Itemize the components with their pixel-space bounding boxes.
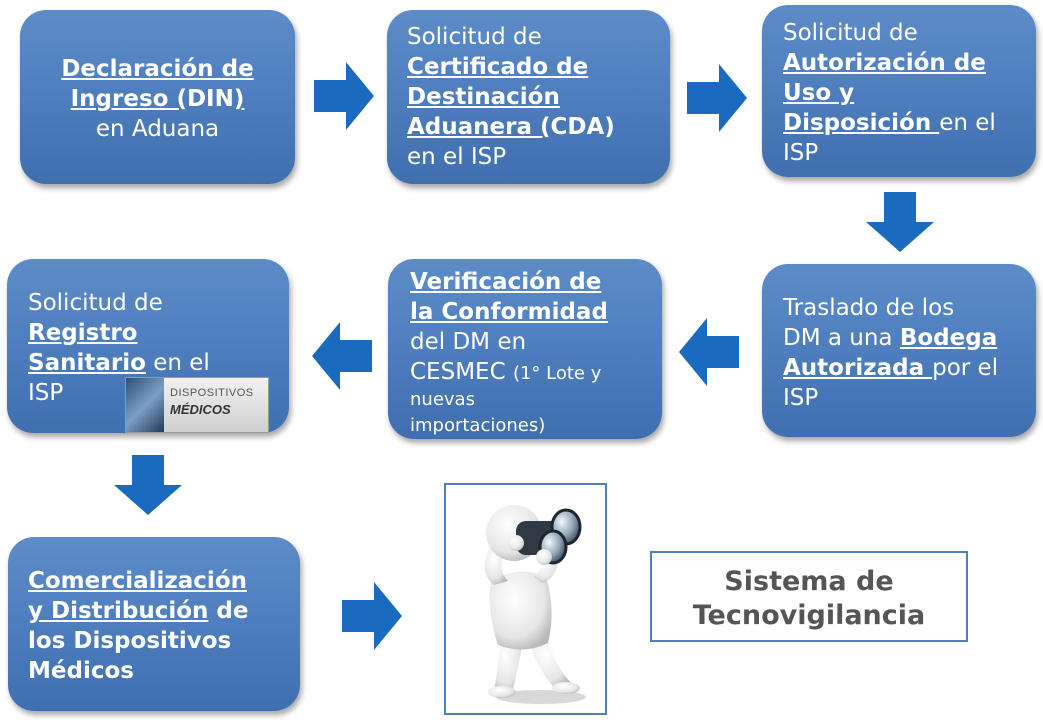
arrow-right-icon (314, 62, 374, 130)
tb-line1: Traslado de los (783, 295, 955, 321)
cda-line1: Solicitud de (407, 24, 542, 50)
rs-line3a: Sanitario (28, 350, 146, 376)
tecno-line2: Tecnovigilancia (692, 600, 926, 631)
aud-line2: Autorización de (783, 50, 986, 76)
arrow-left-icon (679, 318, 739, 386)
step-traslado-bodega: Traslado de los DM a una Bodega Autoriza… (762, 264, 1036, 437)
vc-line6: importaciones) (410, 415, 546, 436)
aud-line4a: Disposición (783, 110, 940, 136)
dispositivos-medicos-logo: DISPOSITIVOS MÉDICOS (125, 377, 269, 433)
tecno-line1: Sistema de (724, 566, 894, 597)
cm-line2a: y Distribución (28, 598, 209, 624)
vc-line4b: (1° Lote y (512, 363, 602, 384)
vc-line1: Verificación de (410, 269, 602, 295)
tb-line2b: Bodega (899, 325, 998, 351)
dm-photo (126, 378, 164, 432)
cda-line4a: Aduanera ( (407, 114, 551, 140)
step-autorizacion-uso: Solicitud de Autorización de Uso y Dispo… (762, 5, 1036, 177)
vc-line3: del DM en (410, 329, 527, 355)
dm-logo-line2: MÉDICOS (170, 402, 231, 417)
step-comercializacion: Comercialización y Distribución de los D… (8, 537, 300, 711)
aud-line3: Uso y (783, 80, 855, 106)
cda-line2: Certificado de (407, 54, 589, 80)
din-location: en Aduana (95, 116, 220, 142)
din-title-line2c: ) (233, 86, 245, 112)
binoculars-figure-icon (484, 505, 586, 704)
cda-acronym: CDA) (550, 114, 615, 140)
aud-line5: ISP (783, 140, 819, 166)
step-certificado-destinacion: Solicitud de Certificado de Destinación … (387, 10, 670, 184)
arrow-down-icon (114, 455, 182, 515)
cm-line3: los Dispositivos (28, 628, 232, 654)
tb-line4: ISP (783, 385, 819, 411)
arrow-right-icon (687, 64, 747, 132)
aud-line1: Solicitud de (783, 20, 918, 46)
rs-line4: ISP (28, 380, 64, 406)
vc-line2: la Conformidad (410, 299, 608, 325)
dm-logo-line1: DISPOSITIVOS (170, 387, 254, 399)
vc-line4a: CESMEC (410, 359, 513, 385)
cm-line1: Comercialización (28, 568, 247, 594)
din-title-line1: Declaración de (61, 56, 254, 82)
tb-line3a: Autorizada (783, 355, 933, 381)
arrow-right-icon (342, 582, 402, 650)
tb-line2a: DM a una (783, 325, 900, 351)
step-declaracion-ingreso: Declaración de Ingreso (DIN) en Aduana (20, 10, 295, 184)
din-acronym: DIN (186, 86, 234, 112)
aud-line4b: en el (939, 110, 996, 136)
vc-line5: nuevas (410, 389, 475, 410)
rs-line3b: en el (145, 350, 210, 376)
din-title-line2a: Ingreso ( (70, 86, 187, 112)
binoculars-figure-image (444, 483, 607, 715)
rs-line1: Solicitud de (28, 290, 163, 316)
cm-line2b: de (208, 598, 249, 624)
rs-line2: Registro (28, 320, 138, 346)
arrow-down-icon (866, 192, 934, 252)
cda-line5: en el ISP (407, 144, 507, 170)
step-verificacion-conformidad: Verificación de la Conformidad del DM en… (388, 259, 662, 439)
arrow-left-icon (312, 322, 372, 390)
sistema-tecnovigilancia-box: Sistema de Tecnovigilancia (650, 551, 968, 642)
cm-line4: Médicos (28, 658, 134, 684)
tb-line3b: por el (932, 355, 999, 381)
cda-line3: Destinación (407, 84, 560, 110)
